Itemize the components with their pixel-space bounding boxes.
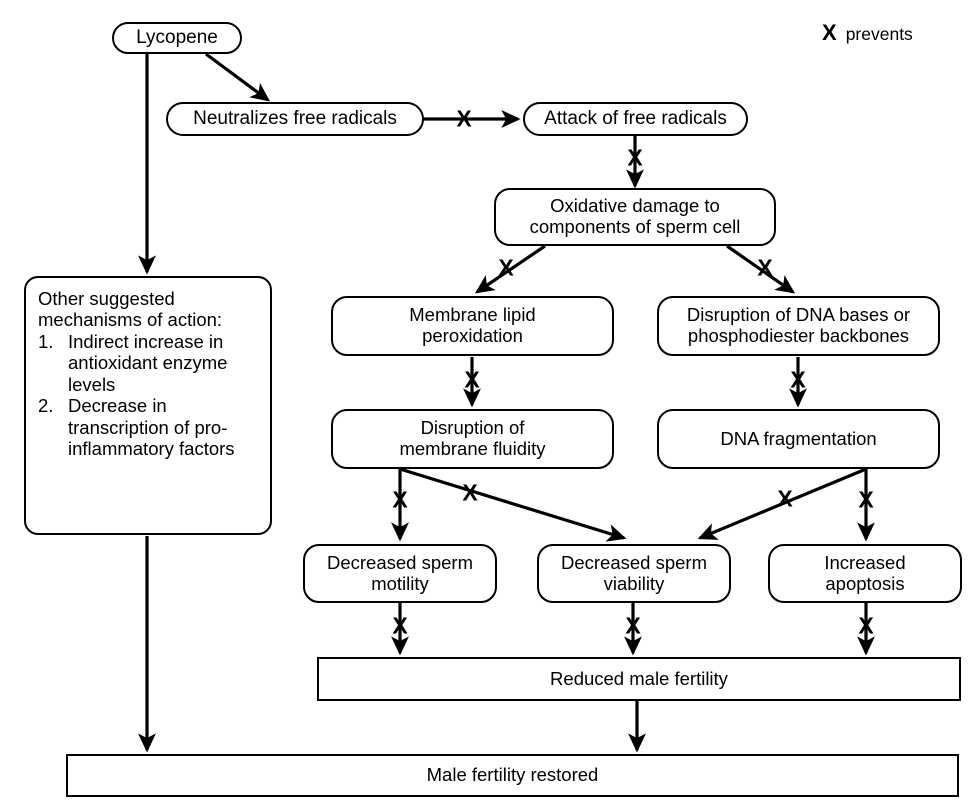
- node-oxidative-damage[interactable]: Oxidative damage to components of sperm …: [494, 188, 776, 246]
- node-oxidative-label: Oxidative damage to components of sperm …: [529, 195, 741, 237]
- node-neutralizes-label: Neutralizes free radicals: [193, 108, 397, 130]
- other-mechanisms-heading: Other suggested mechanisms of action:: [38, 288, 223, 331]
- prevent-x-neutralizes-attack: X: [456, 105, 472, 132]
- other-mechanisms-list: 1. Indirect increase in antioxidant enzy…: [38, 331, 260, 460]
- node-lipid-peroxidation-label: Membrane lipid peroxidation: [409, 304, 536, 346]
- node-male-fertility-restored[interactable]: Male fertility restored: [66, 754, 959, 797]
- node-other-suggested-mechanisms[interactable]: Other suggested mechanisms of action: 1.…: [24, 276, 272, 535]
- node-apoptosis-label: Increased apoptosis: [824, 551, 906, 594]
- list-item-text: Indirect increase in antioxidant enzyme …: [68, 330, 228, 395]
- edge-lycopene-to-neutralizes: [205, 52, 271, 102]
- node-dna-fragmentation-label: DNA fragmentation: [720, 427, 877, 449]
- node-attack-label: Attack of free radicals: [544, 108, 727, 130]
- node-membrane-fluidity-disruption[interactable]: Disruption of membrane fluidity: [331, 409, 614, 469]
- list-item-text: Decrease in transcription of pro-inflamm…: [68, 395, 235, 460]
- prevent-x-fluidity-motility: X: [392, 486, 408, 513]
- node-neutralizes-free-radicals[interactable]: Neutralizes free radicals: [166, 102, 424, 136]
- node-dna-fragmentation[interactable]: DNA fragmentation: [657, 409, 940, 469]
- prevent-x-viability-reduced: X: [625, 612, 641, 639]
- prevent-x-apoptosis-reduced: X: [858, 612, 874, 639]
- node-decreased-sperm-viability[interactable]: Decreased sperm viability: [537, 544, 731, 603]
- legend-label: prevents: [845, 24, 913, 44]
- node-lycopene-label: Lycopene: [136, 27, 218, 49]
- legend-x-icon: X: [822, 20, 837, 45]
- prevent-x-lipid-fluidity: X: [464, 366, 480, 393]
- prevent-x-dna-fragmentation: X: [790, 366, 806, 393]
- edge-fluidity-to-viability: [399, 467, 627, 542]
- node-reduced-fertility-label: Reduced male fertility: [550, 667, 728, 689]
- node-increased-apoptosis[interactable]: Increased apoptosis: [768, 544, 962, 603]
- node-fertility-restored-label: Male fertility restored: [426, 764, 599, 786]
- node-sperm-viability-label: Decreased sperm viability: [560, 551, 707, 594]
- node-attack-of-free-radicals[interactable]: Attack of free radicals: [523, 102, 748, 136]
- prevent-x-oxidative-dna: X: [757, 254, 773, 281]
- node-membrane-lipid-peroxidation[interactable]: Membrane lipid peroxidation: [331, 296, 614, 356]
- node-sperm-motility-label: Decreased sperm motility: [326, 551, 473, 594]
- list-item: 2. Decrease in transcription of pro-infl…: [38, 395, 260, 459]
- list-item: 1. Indirect increase in antioxidant enzy…: [38, 331, 260, 395]
- prevent-x-fluidity-viability: X: [462, 479, 478, 506]
- list-item-number: 2.: [38, 395, 54, 417]
- prevent-x-attack-oxidative: X: [627, 144, 643, 171]
- node-dna-bases-disruption[interactable]: Disruption of DNA bases or phosphodieste…: [657, 296, 940, 356]
- node-reduced-male-fertility[interactable]: Reduced male fertility: [317, 657, 961, 701]
- node-decreased-sperm-motility[interactable]: Decreased sperm motility: [303, 544, 497, 603]
- node-membrane-fluidity-label: Disruption of membrane fluidity: [399, 417, 546, 459]
- node-dna-disruption-label: Disruption of DNA bases or phosphodieste…: [686, 304, 911, 346]
- legend: X prevents: [822, 22, 913, 44]
- prevent-x-oxidative-lipid: X: [498, 254, 514, 281]
- prevent-x-fragmentation-apoptosis: X: [858, 486, 874, 513]
- other-mechanisms-content: Other suggested mechanisms of action: 1.…: [38, 288, 260, 460]
- node-lycopene[interactable]: Lycopene: [112, 22, 242, 54]
- list-item-number: 1.: [38, 330, 54, 352]
- prevent-x-fragmentation-viability: X: [777, 485, 793, 512]
- prevent-x-motility-reduced: X: [392, 612, 408, 639]
